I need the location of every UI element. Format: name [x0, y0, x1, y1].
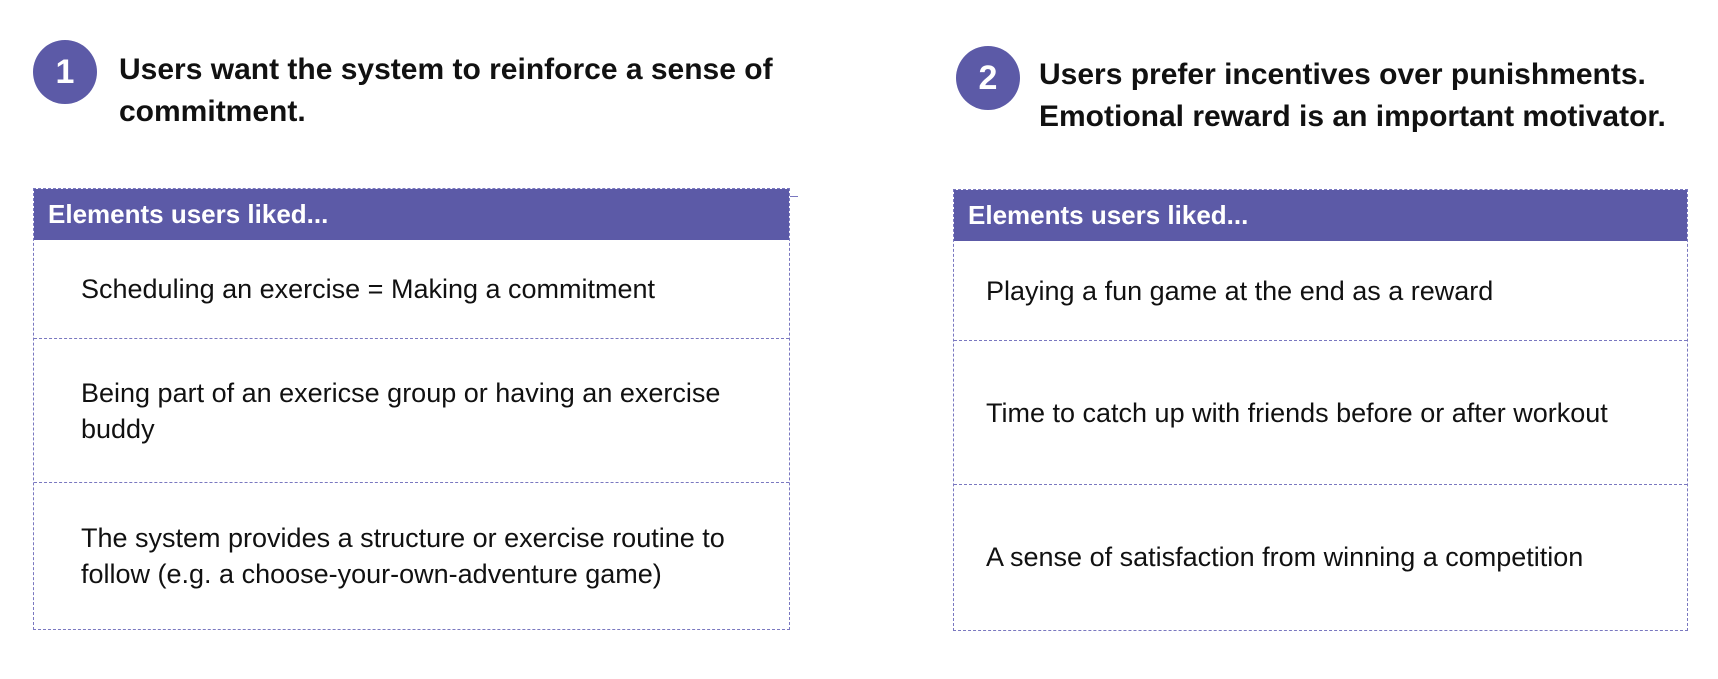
- number-badge: 1: [33, 40, 97, 104]
- list-item-text: Scheduling an exercise = Making a commit…: [81, 274, 656, 304]
- finding-heading: Users prefer incentives over punishments…: [1039, 58, 1666, 133]
- list-item-text: The system provides a structure or exerc…: [81, 522, 725, 589]
- list-item: The system provides a structure or exerc…: [34, 482, 789, 628]
- list-item-text: A sense of satisfaction from winning a c…: [986, 542, 1584, 572]
- list-item-text: Time to catch up with friends before or …: [986, 397, 1608, 428]
- list-item: A sense of satisfaction from winning a c…: [954, 484, 1687, 629]
- finding-heading: Users want the system to reinforce a sen…: [119, 53, 773, 128]
- list-item: Playing a fun game at the end as a rewar…: [954, 241, 1687, 340]
- liked-elements-card: Elements users liked... Playing a fun ga…: [953, 189, 1688, 631]
- card-header: Elements users liked...: [954, 190, 1687, 241]
- finding-panel-2: 2 Users prefer incentives over punishmen…: [859, 0, 1718, 679]
- list-item: Being part of an exericse group or havin…: [34, 338, 789, 482]
- card-header: Elements users liked...: [34, 189, 789, 240]
- list-item: Time to catch up with friends before or …: [954, 340, 1687, 484]
- list-item-text: Playing a fun game at the end as a rewar…: [986, 275, 1494, 306]
- liked-elements-card: Elements users liked... Scheduling an ex…: [33, 188, 790, 630]
- finding-panel-1: 1 Users want the system to reinforce a s…: [33, 40, 798, 630]
- list-item-text: Being part of an exericse group or havin…: [81, 377, 721, 444]
- header-tick-mark: [790, 196, 798, 197]
- number-badge: 2: [956, 46, 1020, 110]
- list-item: Scheduling an exercise = Making a commit…: [34, 240, 789, 338]
